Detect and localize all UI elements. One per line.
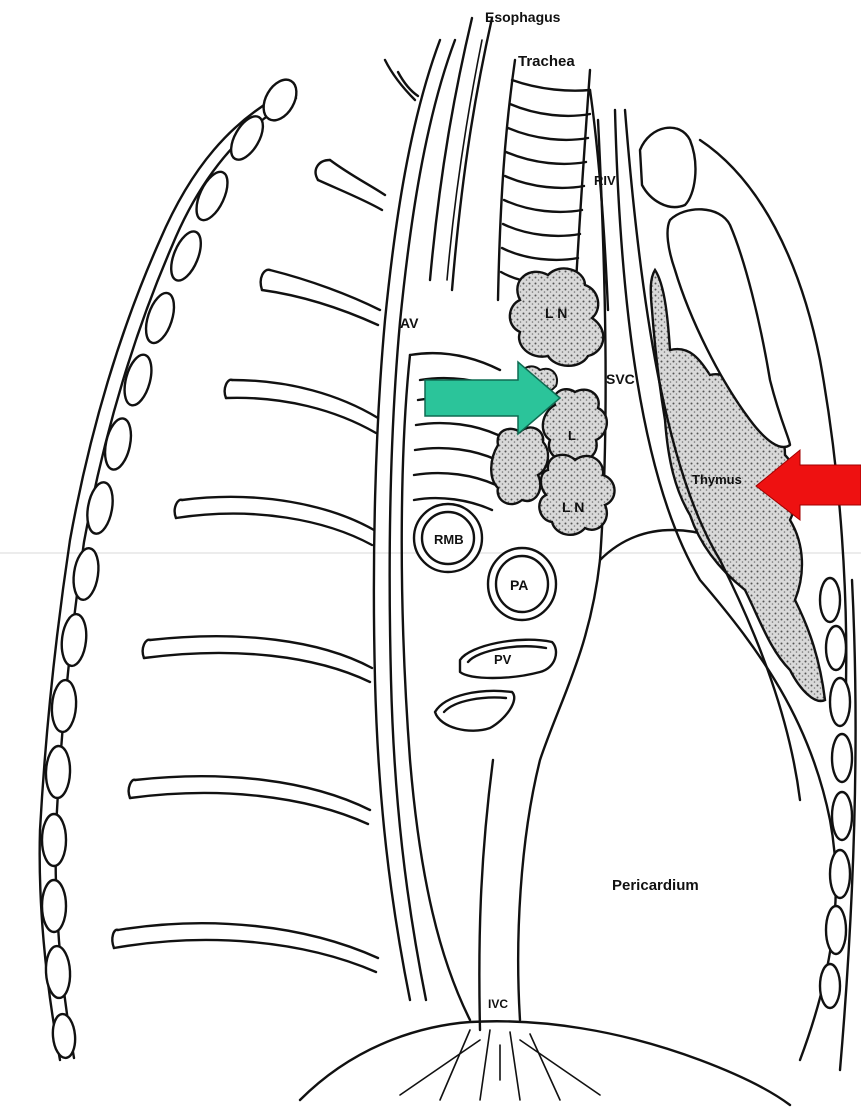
label-av: AV: [400, 315, 419, 331]
label-pv: PV: [494, 652, 512, 667]
label-svc: SVC: [606, 371, 635, 387]
label-pericardium: Pericardium: [612, 877, 699, 894]
label-pa: PA: [510, 577, 528, 593]
label-ln-mid: L: [568, 428, 576, 443]
label-esophagus: Esophagus: [485, 9, 561, 25]
label-riv: RIV: [594, 173, 616, 188]
diaphragm-dome: [300, 1021, 790, 1105]
lower-vessel: [435, 691, 514, 731]
esophagus: [430, 18, 492, 290]
right-chest-wall: [625, 110, 856, 1070]
label-ln-upper: L N: [545, 305, 567, 321]
label-rmb: RMB: [434, 532, 464, 547]
label-ivc: IVC: [488, 997, 508, 1011]
lymph-node-lower: [539, 455, 614, 535]
label-ln-lower: L N: [562, 499, 584, 515]
trachea: [498, 60, 590, 300]
label-trachea: Trachea: [518, 53, 575, 70]
chest-wall-ribs: [40, 74, 303, 1060]
vertebral-column: [112, 40, 455, 1000]
label-thymus: Thymus: [692, 472, 742, 487]
